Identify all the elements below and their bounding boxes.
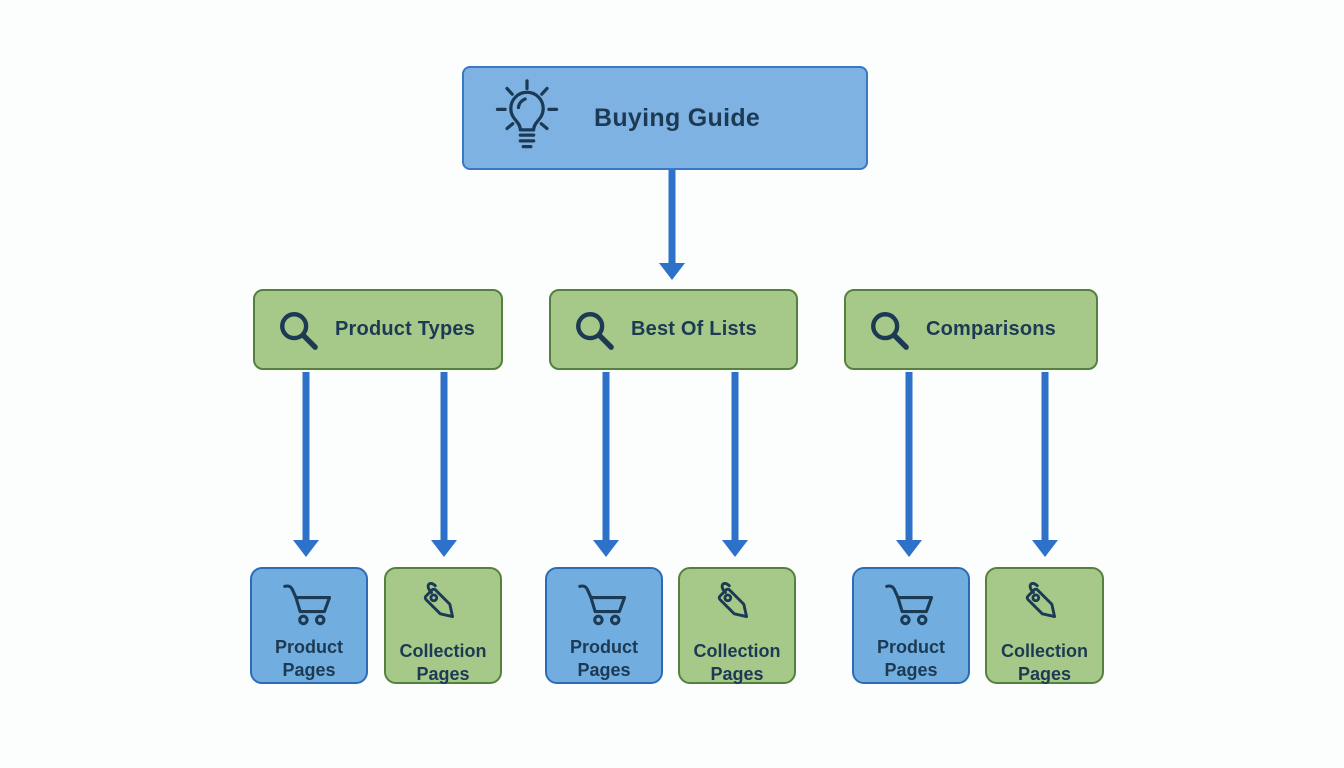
- arrow-down: [293, 372, 319, 557]
- search-icon: [868, 309, 910, 351]
- arrow-down: [431, 372, 457, 557]
- arrow-down: [722, 372, 748, 557]
- node-comparisons: Comparisons: [844, 289, 1098, 370]
- arrow-down: [896, 372, 922, 557]
- tag-icon: [416, 580, 470, 634]
- node-label: Product Types: [335, 318, 476, 340]
- arrow-down: [593, 372, 619, 557]
- tag-icon: [710, 580, 764, 634]
- tag-icon: [1018, 580, 1072, 634]
- node-buying-guide: Buying Guide: [462, 66, 868, 170]
- cart-icon: [883, 580, 939, 630]
- cart-icon: [281, 580, 337, 630]
- node-label: Best Of Lists: [631, 318, 757, 340]
- node-label: Buying Guide: [594, 103, 761, 132]
- lightbulb-icon: [494, 78, 560, 158]
- cart-icon: [576, 580, 632, 630]
- node-label: Comparisons: [926, 318, 1057, 340]
- node-best-of-lists: Best Of Lists: [549, 289, 798, 370]
- arrow-down: [1032, 372, 1058, 557]
- node-product-types: Product Types: [253, 289, 503, 370]
- search-icon: [277, 309, 319, 351]
- search-icon: [573, 309, 615, 351]
- arrow-down: [659, 170, 685, 280]
